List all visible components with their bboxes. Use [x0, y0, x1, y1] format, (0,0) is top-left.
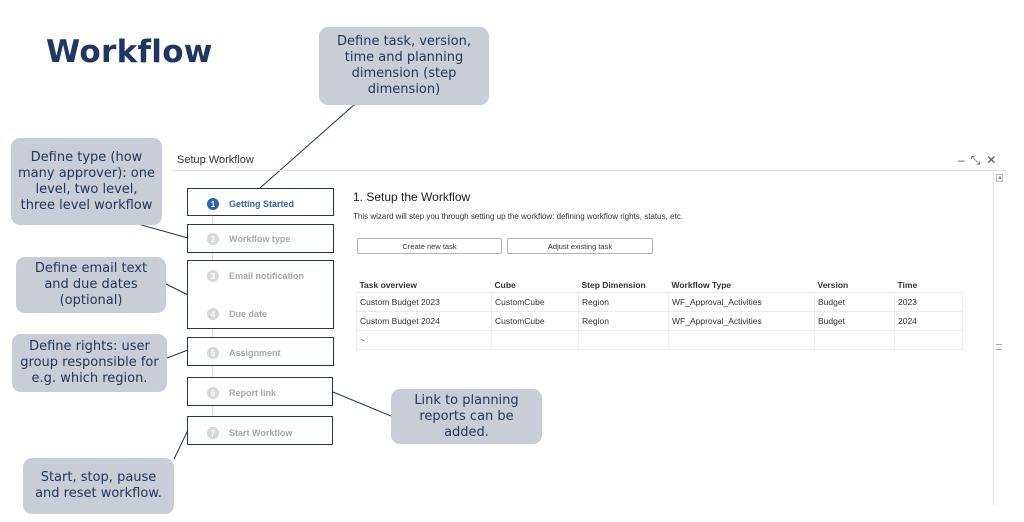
col-header-step-dimension[interactable]: Step Dimension — [581, 280, 646, 290]
minimize-icon[interactable]: – — [958, 153, 965, 167]
table-cell[interactable] — [894, 330, 963, 350]
step-email-notification[interactable]: 3 Email notification — [207, 270, 304, 282]
window-title: Setup Workflow — [177, 154, 254, 166]
step-getting-started[interactable]: 1 Getting Started — [207, 198, 294, 210]
connector-define-task — [259, 103, 356, 189]
step-number: 1 — [207, 198, 219, 210]
vertical-scrollbar[interactable]: ▲ — [993, 172, 1004, 506]
step-number: 3 — [207, 270, 219, 282]
connector-workflow-type — [137, 223, 189, 239]
table-cell: CustomCube — [491, 311, 579, 331]
table-cell: 2023 — [894, 292, 963, 312]
callout-report-link: Link to planning reports can be added. — [391, 389, 542, 444]
connector-rights — [166, 349, 189, 359]
connector-start — [173, 429, 189, 460]
window-controls: – ⤡ ✕ — [958, 153, 996, 168]
callout-rights: Define rights: user group responsible fo… — [12, 334, 167, 392]
table-row[interactable]: Custom Budget 2023 CustomCube Region WF_… — [356, 292, 963, 312]
task-table: Task overview Cube Step Dimension Workfl… — [356, 278, 963, 350]
close-icon[interactable]: ✕ — [986, 153, 997, 167]
step-box-workflow-type — [187, 224, 334, 253]
step-label: Assignment — [229, 348, 281, 358]
step-label: Workflow type — [229, 234, 291, 244]
step-number: 7 — [207, 427, 219, 439]
content-title: 1. Setup the Workflow — [353, 190, 471, 204]
col-header-time[interactable]: Time — [897, 280, 918, 290]
step-start-workflow[interactable]: 7 Start Workflow — [207, 427, 292, 439]
step-report-link[interactable]: 6 Report link — [207, 387, 276, 399]
callout-define-task: Define task, version, time and planning … — [319, 27, 489, 105]
table-cell[interactable] — [578, 330, 669, 350]
table-cell: CustomCube — [491, 292, 579, 312]
table-header-row: Task overview Cube Step Dimension Workfl… — [357, 278, 963, 293]
table-row[interactable]: Custom Budget 2024 CustomCube Region WF_… — [356, 311, 963, 331]
callout-define-type: Define type (how many approver): one lev… — [11, 138, 162, 225]
step-label: Due date — [229, 309, 268, 319]
step-assignment[interactable]: 5 Assignment — [207, 347, 281, 359]
table-cell[interactable] — [491, 330, 579, 350]
col-header-version[interactable]: Version — [817, 280, 849, 290]
col-header-cube[interactable]: Cube — [494, 280, 516, 290]
step-number: 4 — [207, 308, 219, 320]
table-cell: Budget — [814, 311, 895, 331]
step-workflow-type[interactable]: 2 Workflow type — [207, 233, 290, 245]
connector-email — [165, 283, 189, 296]
scroll-grip-icon[interactable] — [996, 344, 1002, 350]
step-label: Getting Started — [229, 199, 295, 209]
table-cell[interactable] — [814, 330, 895, 350]
content-description: This wizard will step you through settin… — [353, 212, 683, 221]
step-number: 6 — [207, 387, 219, 399]
table-row-new[interactable]: ~ — [356, 330, 963, 350]
table-cell: Custom Budget 2024 — [356, 311, 492, 331]
callout-start: Start, stop, pause and reset workflow. — [23, 458, 174, 514]
step-number: 5 — [207, 347, 219, 359]
step-label: Email notification — [229, 271, 305, 281]
step-label: Report link — [229, 388, 277, 398]
table-cell: Budget — [814, 292, 895, 312]
create-new-task-button[interactable]: Create new task — [357, 238, 502, 254]
slide-title: Workflow — [46, 34, 213, 70]
table-cell: WF_Approval_Activities — [668, 311, 815, 331]
step-number: 2 — [207, 233, 219, 245]
connector-report-link — [332, 391, 392, 417]
table-cell: Region — [578, 292, 669, 312]
table-cell[interactable]: ~ — [356, 330, 492, 350]
adjust-existing-task-button[interactable]: Adjust existing task — [507, 238, 653, 254]
table-cell: 2024 — [894, 311, 963, 331]
scroll-up-icon[interactable]: ▲ — [996, 174, 1003, 182]
callout-email: Define email text and due dates (optiona… — [16, 257, 166, 313]
maximize-icon[interactable]: ⤡ — [970, 153, 981, 167]
col-header-task-overview[interactable]: Task overview — [359, 280, 418, 290]
col-header-workflow-type[interactable]: Workflow Type — [671, 280, 732, 290]
step-due-date[interactable]: 4 Due date — [207, 308, 267, 320]
window-divider — [172, 170, 1006, 171]
table-cell: WF_Approval_Activities — [668, 292, 815, 312]
table-cell[interactable] — [668, 330, 815, 350]
table-cell: Region — [578, 311, 669, 331]
step-label: Start Workflow — [229, 428, 293, 438]
table-cell: Custom Budget 2023 — [356, 292, 492, 312]
